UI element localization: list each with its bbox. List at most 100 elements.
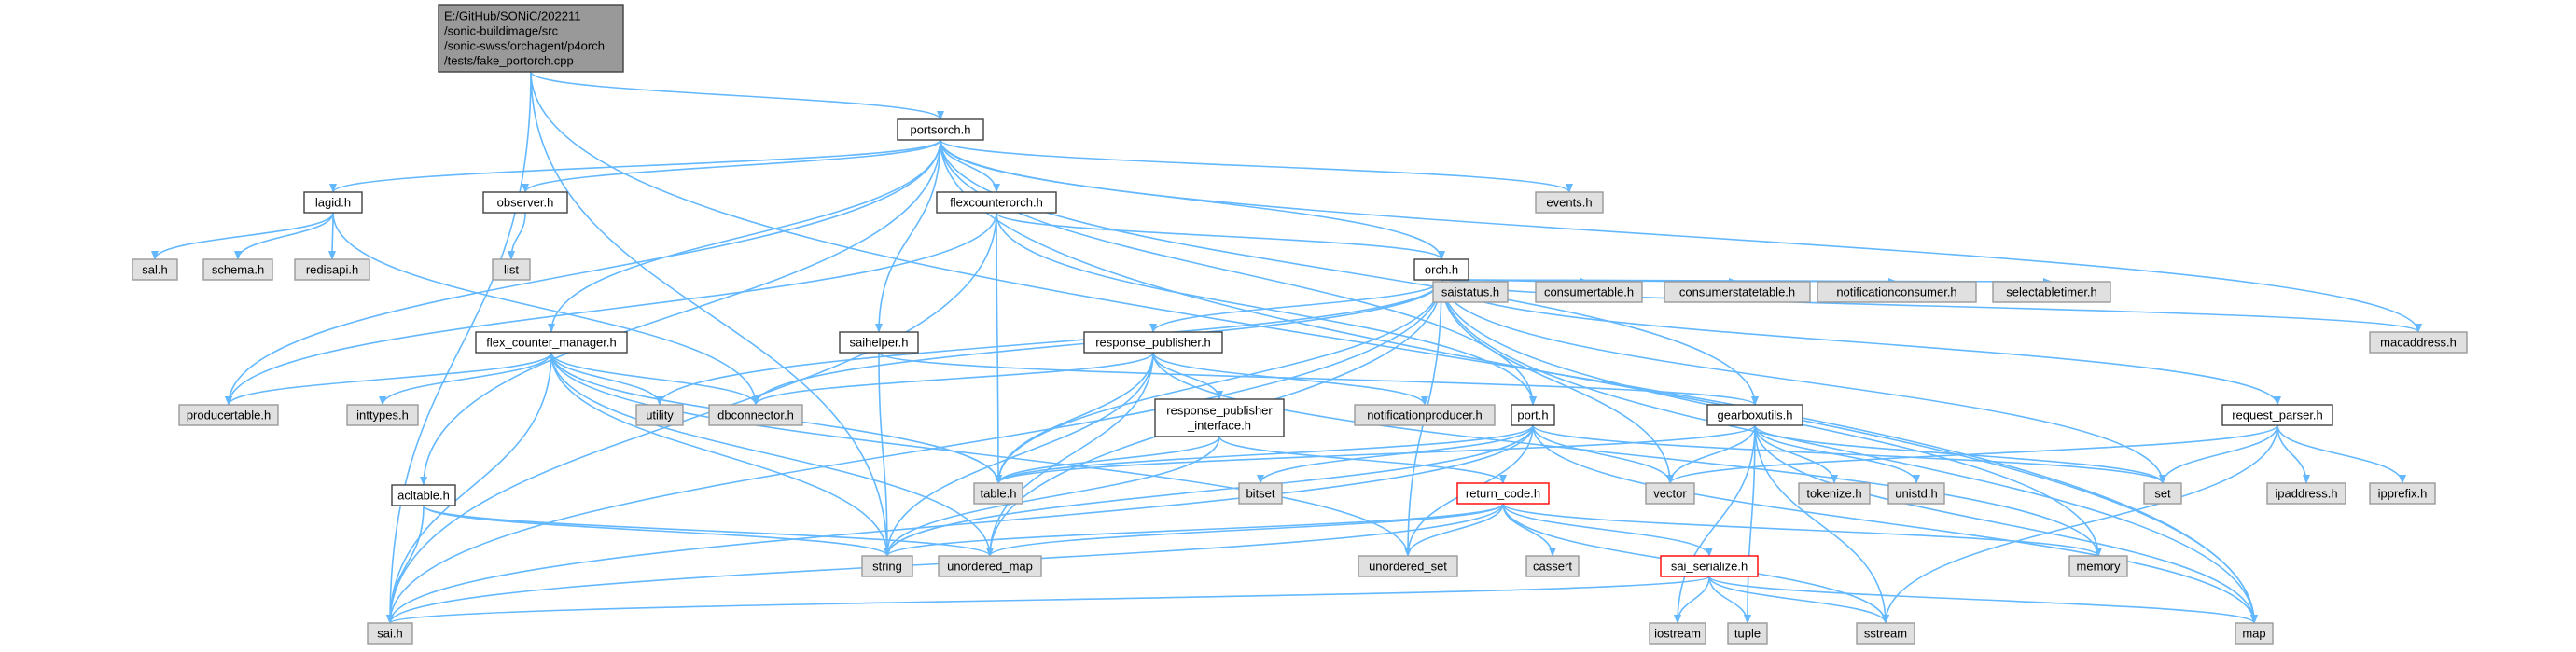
node-consumertable-h: consumertable.h (1535, 281, 1643, 303)
edge-acltable_h-to-string (423, 505, 891, 557)
edge-port_h-to-sai_h (386, 424, 1534, 624)
node-redisapi-h: redisapi.h (294, 258, 370, 281)
node-label: schema.h (212, 263, 264, 277)
node-label: vector (1653, 487, 1687, 501)
node-notificationproducer-h: notificationproducer.h (1354, 404, 1496, 426)
edge-orch_h-to-sai_h (386, 279, 1442, 624)
edge-response_publisher_h-to-dbconnector_h (752, 352, 1154, 406)
node-box (708, 404, 803, 426)
node-label: redisapi.h (306, 263, 358, 277)
node-box (936, 191, 1057, 214)
edge-request_parser_h-to-vector (1666, 424, 2278, 484)
node-response-publisher-interface-h[interactable]: response_publisher_interface.h (1154, 398, 1285, 437)
edge-acltable_h-to-unordered_map (423, 505, 994, 557)
node-label: portsorch.h (910, 123, 970, 137)
node-label: flexcounterorch.h (950, 196, 1043, 210)
edge-portsorch_h-to-acltable_h (420, 139, 941, 486)
node-orch-h[interactable]: orch.h (1413, 258, 1469, 281)
node-sai-serialize-h[interactable]: sai_serialize.h (1660, 555, 1759, 577)
node-box (973, 482, 1023, 505)
node-list: list (492, 258, 531, 281)
node-label: cassert (1533, 560, 1572, 574)
edge-response_publisher_interface_h-to-table_h (995, 436, 1220, 484)
node-label: port.h (1517, 409, 1548, 423)
node-label: orch.h (1425, 263, 1458, 277)
node-saihelper-h[interactable]: saihelper.h (839, 331, 919, 354)
edge-gearboxutils_h-to-iostream (1674, 424, 1756, 624)
node-tuple: tuple (1727, 622, 1768, 645)
edge-portsorch_h-to-gearboxutils_h (940, 139, 1759, 406)
edge-gearboxutils_h-to-tuple (1744, 424, 1756, 624)
node-consumerstatetable-h: consumerstatetable.h (1664, 281, 1811, 303)
edge-request_parser_h-to-set (2159, 424, 2278, 484)
node-box (1456, 482, 1550, 505)
node-box (1083, 331, 1223, 354)
edge-request_parser_h-to-sstream (1882, 424, 2278, 624)
edge-return_code_h-to-unordered_set (1404, 503, 1504, 557)
node-box (1706, 404, 1803, 426)
node-response-publisher-h[interactable]: response_publisher.h (1083, 331, 1223, 354)
node-box (861, 555, 913, 577)
node-flexcounterorch-h[interactable]: flexcounterorch.h (936, 191, 1057, 214)
node-selectabletimer-h: selectabletimer.h (1992, 281, 2111, 303)
edge-request_parser_h-to-ipaddress_h (2277, 424, 2310, 484)
node-iostream: iostream (1649, 622, 1706, 645)
node-acltable-h[interactable]: acltable.h (391, 484, 456, 506)
edge-flex_counter_manager_h-to-sai_h (386, 352, 552, 624)
edge-orch_h-to-request_parser_h (1441, 279, 2281, 406)
node-label: selectabletimer.h (2006, 285, 2097, 299)
node-box (2266, 482, 2346, 505)
edge-saihelper_h-to-gearboxutils_h (878, 352, 1759, 406)
edge-lagid_h-to-dbconnector_h (332, 212, 759, 406)
edge-portsorch_h-to-flex_counter_manager_h (548, 139, 941, 333)
node-flex-counter-manager-h[interactable]: flex_counter_manager.h (475, 331, 628, 354)
node-box (2221, 404, 2333, 426)
node-label: ipprefix.h (2378, 487, 2428, 501)
node-label: sal.h (142, 263, 167, 277)
node-box (1413, 258, 1469, 281)
node-label: notificationproducer.h (1367, 409, 1483, 423)
edge-port_h-to-table_h (995, 424, 1534, 484)
edge-gearboxutils_h-to-sstream (1754, 424, 1889, 624)
node-saistatus-h: saistatus.h (1432, 281, 1509, 303)
node-label: request_parser.h (2232, 409, 2323, 423)
node-label: notificationconsumer.h (1836, 285, 1956, 299)
node-box (1511, 404, 1555, 426)
node-label: E:/GitHub/SONiC/202211 (444, 9, 580, 23)
edge-sai_serialize_h-to-sstream (1708, 576, 1889, 624)
node-port-h[interactable]: port.h (1511, 404, 1555, 426)
node-box (1727, 622, 1768, 645)
node-label: unistd.h (1895, 487, 1938, 501)
node-sal-h: sal.h (132, 258, 178, 281)
node-box (492, 258, 531, 281)
edge-lagid_h-to-sal_h (151, 212, 334, 260)
node-label: consumertable.h (1544, 285, 1634, 299)
node-label: bitset (1246, 487, 1274, 501)
node-label: utility (646, 409, 674, 423)
node-box (2143, 482, 2182, 505)
edge-sai_serialize_h-to-map (1708, 576, 2258, 624)
node-box (1432, 281, 1509, 303)
node-box (1354, 404, 1496, 426)
node-box (2369, 331, 2468, 354)
edge-flex_counter_manager_h-to-unordered_set (550, 352, 1412, 557)
node-unordered-set: unordered_set (1358, 555, 1458, 577)
edge-return_code_h-to-unordered_map (986, 503, 1504, 557)
edge-acltable_h-to-sai_h (386, 505, 425, 624)
node-box (391, 484, 456, 506)
node-lagid-h[interactable]: lagid.h (303, 191, 363, 214)
edge-flexcounterorch_h-to-table_h (994, 212, 1002, 484)
node-label: _interface.h (1187, 419, 1251, 433)
node-gearboxutils-h[interactable]: gearboxutils.h (1706, 404, 1803, 426)
edge-request_parser_h-to-ipprefix_h (2277, 424, 2406, 484)
node-request-parser-h[interactable]: request_parser.h (2221, 404, 2333, 426)
node-box (1535, 191, 1604, 214)
node-observer-h[interactable]: observer.h (482, 191, 568, 214)
edge-lagid_h-to-redisapi_h (328, 212, 337, 260)
node-root[interactable]: E:/GitHub/SONiC/202211/sonic-buildimage/… (438, 4, 624, 73)
node-box (294, 258, 370, 281)
node-return-code-h[interactable]: return_code.h (1456, 482, 1550, 505)
node-box (367, 622, 413, 645)
node-portsorch-h[interactable]: portsorch.h (897, 118, 984, 141)
node-box (303, 191, 363, 214)
